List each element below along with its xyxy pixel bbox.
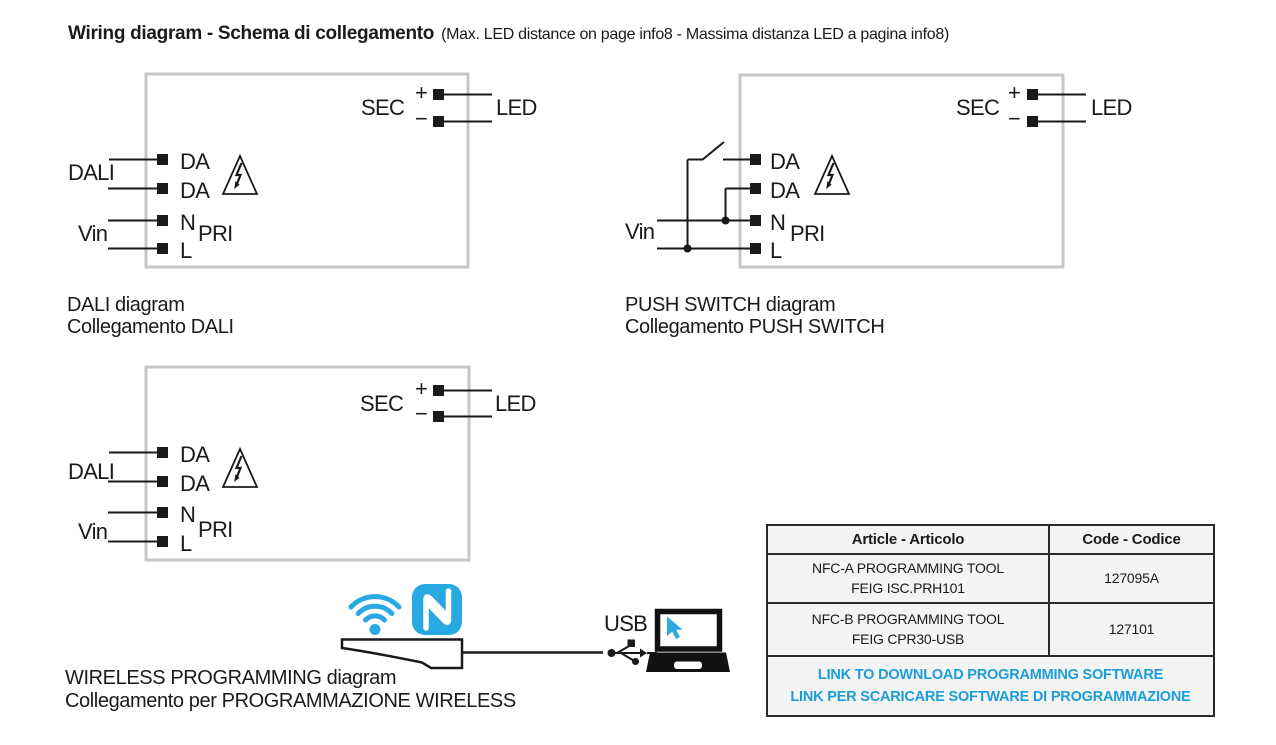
article-line1: NFC-B PROGRAMMING TOOL xyxy=(811,610,1005,627)
table-row: NFC-B PROGRAMMING TOOL FEIG CPR30-USB 12… xyxy=(766,602,1215,657)
dali-terminal-squares xyxy=(157,89,444,254)
push-driver-box-art xyxy=(657,73,1086,269)
dali-sec-label: SEC xyxy=(361,95,405,120)
dali-pri-label: PRI xyxy=(198,221,233,246)
article-line2: FEIG CPR30-USB xyxy=(851,630,965,647)
wireless-n-label: N xyxy=(180,502,196,527)
article-cell: NFC-B PROGRAMMING TOOL FEIG CPR30-USB xyxy=(766,602,1050,657)
wireless-caption-en: WIRELESS PROGRAMMING diagram xyxy=(65,667,397,689)
push-plus-sign: + xyxy=(1008,80,1021,105)
article-line2: FEIG ISC.PRH101 xyxy=(851,579,965,596)
article-column-header: Article - Articolo xyxy=(766,524,1050,555)
wireless-driver-box-art xyxy=(108,365,492,562)
wireless-pri-label: PRI xyxy=(198,517,233,542)
link-cell: LINK TO DOWNLOAD PROGRAMMING SOFTWARE LI… xyxy=(766,655,1215,717)
download-software-link-en[interactable]: LINK TO DOWNLOAD PROGRAMMING SOFTWARE xyxy=(817,666,1164,683)
wireless-l-label: L xyxy=(180,531,192,556)
push-vin-label: Vin xyxy=(625,219,655,244)
table-link-row: LINK TO DOWNLOAD PROGRAMMING SOFTWARE LI… xyxy=(766,655,1215,717)
push-caption-it: Collegamento PUSH SWITCH xyxy=(625,316,885,338)
dali-driver-box-art xyxy=(108,72,492,269)
nfc-n-mark-icon xyxy=(412,584,462,635)
usb-trident-icon xyxy=(607,639,647,665)
push-minus-sign: − xyxy=(1008,106,1021,131)
wireless-terminal-squares xyxy=(157,385,444,547)
wireless-caption-it: Collegamento per PROGRAMMAZIONE WIRELESS xyxy=(65,690,516,712)
dali-l-label: L xyxy=(180,238,192,263)
page-title-bold: Wiring diagram - Schema di collegamento xyxy=(68,23,435,44)
laptop-icon xyxy=(646,608,730,672)
push-da1-label: DA xyxy=(770,149,800,174)
download-software-link-it[interactable]: LINK PER SCARICARE SOFTWARE DI PROGRAMMA… xyxy=(790,689,1191,705)
dali-caption-en: DALI diagram xyxy=(67,294,185,316)
warning-triangle-icon xyxy=(221,446,259,488)
push-pri-label: PRI xyxy=(790,221,825,246)
wireless-led-label: LED xyxy=(495,391,536,416)
warning-triangle-icon xyxy=(221,153,259,195)
dali-n-label: N xyxy=(180,210,196,235)
wireless-plus-sign: + xyxy=(415,376,428,401)
wireless-sec-label: SEC xyxy=(360,391,404,416)
page-title: Wiring diagram - Schema di collegamento … xyxy=(68,23,949,45)
push-l-label: L xyxy=(770,238,782,263)
page-title-note: (Max. LED distance on page info8 - Massi… xyxy=(441,26,949,43)
article-line1: NFC-A PROGRAMMING TOOL xyxy=(812,559,1004,576)
cursor-arrow-icon xyxy=(667,616,683,639)
usb-label: USB xyxy=(604,611,648,636)
push-n-label: N xyxy=(770,210,786,235)
table-row: NFC-A PROGRAMMING TOOL FEIG ISC.PRH101 1… xyxy=(766,553,1215,604)
push-sec-label: SEC xyxy=(956,95,1000,120)
dali-caption-it: Collegamento DALI xyxy=(67,316,234,338)
code-cell: 127101 xyxy=(1048,602,1215,657)
push-terminal-squares xyxy=(750,89,1038,254)
wireless-da2-label: DA xyxy=(180,471,210,496)
nfc-reader-wand xyxy=(340,638,464,670)
dali-led-label: LED xyxy=(496,95,537,120)
push-junction-dots xyxy=(683,216,730,253)
wireless-hardware-art xyxy=(340,584,730,672)
wireless-bus-label: DALI xyxy=(68,459,115,484)
dali-plus-sign: + xyxy=(415,80,428,105)
wireless-minus-sign: − xyxy=(415,401,428,426)
wireless-vin-label: Vin xyxy=(78,519,108,544)
push-caption-en: PUSH SWITCH diagram xyxy=(625,294,836,316)
article-cell: NFC-A PROGRAMMING TOOL FEIG ISC.PRH101 xyxy=(766,553,1050,604)
dali-minus-sign: − xyxy=(415,106,428,131)
push-da2-label: DA xyxy=(770,178,800,203)
table-header-row: Article - Articolo Code - Codice xyxy=(766,524,1215,555)
dali-vin-label: Vin xyxy=(78,221,108,246)
push-led-label: LED xyxy=(1091,95,1132,120)
wireless-da1-label: DA xyxy=(180,442,210,467)
wifi-icon xyxy=(348,594,402,635)
programming-tools-table: Article - Articolo Code - Codice NFC-A P… xyxy=(766,524,1215,717)
code-column-header: Code - Codice xyxy=(1048,524,1215,555)
code-cell: 127095A xyxy=(1048,553,1215,604)
dali-bus-label: DALI xyxy=(68,160,115,185)
dali-da2-label: DA xyxy=(180,178,210,203)
push-switch-contact-icon xyxy=(687,141,725,161)
dali-da1-label: DA xyxy=(180,149,210,174)
warning-triangle-icon xyxy=(813,153,851,195)
